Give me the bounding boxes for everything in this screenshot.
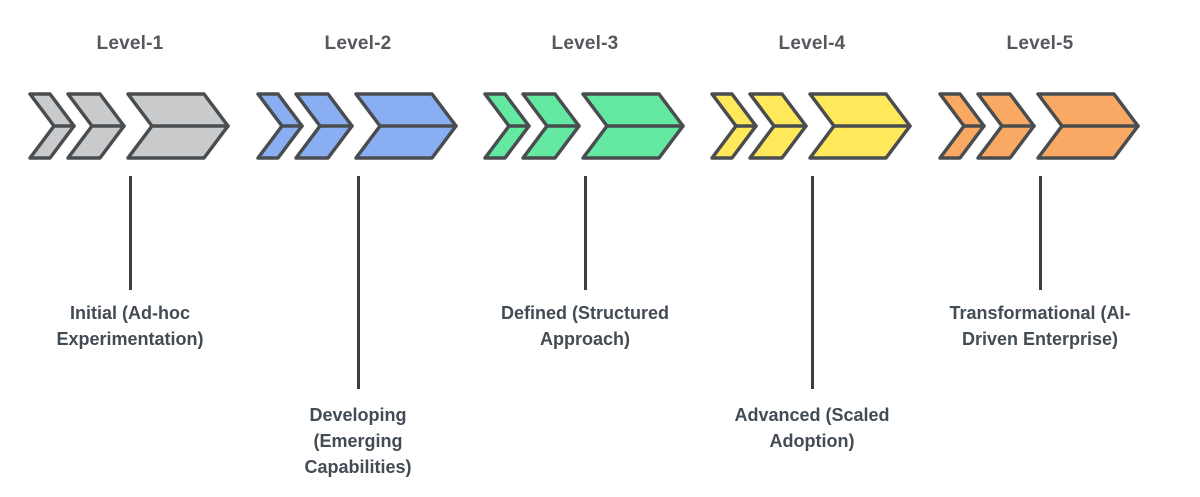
level-column-2: Level-2 Developing (Emerging Capabilitie… xyxy=(253,0,463,497)
chevron-arrows-icon xyxy=(483,92,685,160)
level-2-title: Level-2 xyxy=(324,33,392,54)
level-1-title: Level-1 xyxy=(96,33,164,54)
chevron-arrows-icon xyxy=(938,92,1140,160)
connector-line xyxy=(1039,176,1042,290)
level-5-title: Level-5 xyxy=(1006,33,1074,54)
level-column-4: Level-4 Advanced (Scaled Adoption) xyxy=(707,0,917,497)
connector-line xyxy=(129,176,132,290)
level-3-title: Level-3 xyxy=(551,33,619,54)
connector-line xyxy=(584,176,587,290)
connector-line xyxy=(357,176,360,389)
level-4-label: Advanced (Scaled Adoption) xyxy=(734,405,890,451)
level-column-1: Level-1 Initial (Ad-hoc Experimentation) xyxy=(25,0,235,497)
level-2-label: Developing (Emerging Capabilities) xyxy=(304,405,412,477)
level-5-label: Transformational (AI- Driven Enterprise) xyxy=(949,303,1131,349)
connector-line xyxy=(811,176,814,389)
level-1-label: Initial (Ad-hoc Experimentation) xyxy=(56,303,204,349)
level-4-title: Level-4 xyxy=(778,33,846,54)
chevron-arrows-icon xyxy=(28,92,230,160)
level-column-3: Level-3 Defined (Structured Approach) xyxy=(480,0,690,497)
chevron-arrows-icon xyxy=(710,92,912,160)
level-3-label: Defined (Structured Approach) xyxy=(500,303,670,349)
chevron-arrows-icon xyxy=(256,92,458,160)
level-column-5: Level-5 Transformational (AI- Driven Ent… xyxy=(935,0,1145,497)
